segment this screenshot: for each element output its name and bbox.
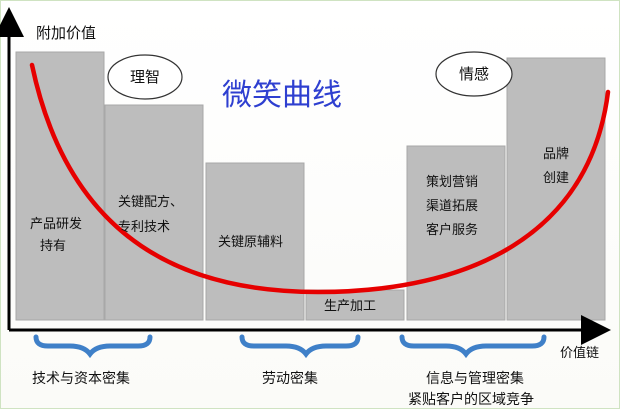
bar-production-label: 生产加工 <box>324 299 376 314</box>
x-axis-label: 价值链 <box>560 345 599 361</box>
bar-rd-label-2: 持有 <box>40 239 66 254</box>
bar-formula-label-1: 关键配方、 <box>118 194 183 210</box>
bar-formula-label-2: 专利技术 <box>118 220 170 235</box>
bar-marketing-label-1: 策划营销 <box>426 174 478 190</box>
bubble-emotional <box>435 51 513 97</box>
bar-key-material <box>205 162 305 321</box>
bubble-emotional-label: 情感 <box>459 65 489 83</box>
bar-key-formula <box>104 104 204 321</box>
bracket-tech-capital <box>33 334 153 359</box>
bracket-info-mgmt <box>399 334 547 359</box>
bracket-tech-capital-label: 技术与资本密集 <box>32 370 130 387</box>
bar-rd-label-1: 产品研发 <box>30 216 82 232</box>
bracket-labor <box>239 334 361 359</box>
smile-curve <box>29 62 611 295</box>
bar-marketing-label-3: 客户服务 <box>426 222 478 238</box>
bubble-rational-label: 理智 <box>130 68 160 86</box>
bracket-labor-label: 劳动密集 <box>262 370 318 387</box>
bracket-info-mgmt-label-1: 信息与管理密集 <box>426 370 524 387</box>
bar-brand <box>506 57 606 321</box>
bubble-rational <box>107 54 183 100</box>
bracket-info-mgmt-label-2: 紧贴客户的区域竞争 <box>408 391 534 408</box>
bar-marketing <box>406 145 506 321</box>
bar-rd-patent <box>15 51 105 321</box>
bar-material-label: 关键原辅料 <box>218 235 283 250</box>
diagram-title: 微笑曲线 <box>222 78 342 113</box>
bar-marketing-label-2: 渠道拓展 <box>426 199 478 214</box>
bar-brand-label-1: 品牌 <box>543 146 569 162</box>
bar-brand-label-2: 创建 <box>543 171 569 186</box>
y-axis-label: 附加价值 <box>36 24 96 42</box>
